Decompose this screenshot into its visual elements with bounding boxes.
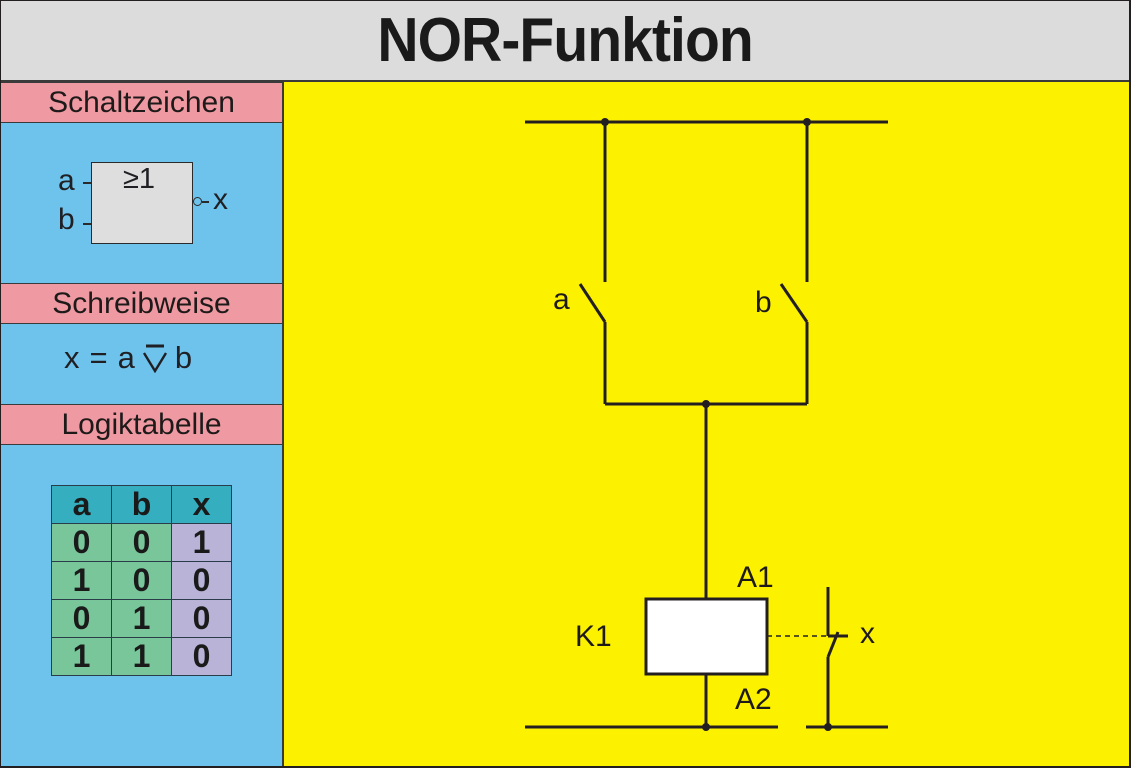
relay-label: K1	[575, 620, 612, 653]
cell-b: 0	[111, 523, 172, 562]
gate-input-b-label: b	[58, 203, 75, 236]
cell-b: 1	[111, 637, 172, 676]
expr-operand-a: a	[117, 340, 135, 375]
table-row: 1 0 0	[51, 561, 232, 600]
header-x: x	[171, 485, 232, 524]
cell-a: 0	[51, 523, 112, 562]
table-row: 0 0 1	[51, 523, 232, 562]
terminal-a2-label: A2	[735, 683, 772, 716]
header-a: a	[51, 485, 112, 524]
table-row: 0 1 0	[51, 599, 232, 638]
cell-a: 1	[51, 637, 112, 676]
cell-x: 1	[171, 523, 232, 562]
output-contact-label: x	[860, 617, 875, 650]
truth-table-header-row: a b x	[51, 485, 232, 524]
cell-x: 0	[171, 561, 232, 600]
gate-text: ≥1	[123, 163, 156, 195]
terminal-a1-label: A1	[737, 561, 774, 594]
gate-output-label: x	[213, 183, 228, 216]
switch-b-blade	[779, 283, 809, 323]
nor-gate-symbol: ≥1 a b x	[1, 123, 282, 283]
junction-dot	[824, 723, 832, 731]
contact-x-blade	[826, 631, 840, 658]
switch-a-blade	[578, 283, 607, 323]
switch-b-label: b	[755, 286, 772, 319]
junction-dot	[601, 118, 609, 126]
expr-equals: =	[89, 340, 108, 375]
switch-a-label: a	[553, 283, 570, 316]
cell-b: 1	[111, 599, 172, 638]
header-b: b	[111, 485, 172, 524]
gate-output-line	[202, 201, 209, 203]
truth-table: a b x 0 0 1 1 0 0 0 1 0 1 1 0	[51, 485, 232, 676]
relay-coil	[644, 597, 769, 676]
cell-a: 1	[51, 561, 112, 600]
section-header-logiktabelle: Logiktabelle	[1, 404, 282, 445]
junction-dot	[702, 400, 710, 408]
table-row: 1 1 0	[51, 637, 232, 676]
section-header-schreibweise: Schreibweise	[1, 283, 282, 324]
gate-input-a-line	[83, 182, 91, 184]
cell-x: 0	[171, 599, 232, 638]
nor-operator-icon	[141, 343, 169, 374]
cell-x: 0	[171, 637, 232, 676]
negation-circle-icon	[193, 197, 202, 206]
gate-box	[91, 162, 193, 244]
gate-input-a-label: a	[58, 164, 75, 197]
section-header-schaltzeichen: Schaltzeichen	[1, 82, 282, 123]
sidebar: Schaltzeichen ≥1 a b x Schreibweise x = …	[1, 82, 284, 766]
junction-dot	[803, 118, 811, 126]
cell-a: 0	[51, 599, 112, 638]
circuit-diagram-panel: a b K1 A1 A2 x	[284, 82, 1129, 766]
junction-dot	[702, 723, 710, 731]
cell-b: 0	[111, 561, 172, 600]
expr-lhs: x	[64, 340, 80, 375]
title-bar: NOR-Funktion	[1, 1, 1129, 82]
expr-operand-b: b	[174, 340, 193, 375]
circuit-diagram	[525, 118, 888, 731]
gate-input-b-line	[83, 223, 91, 225]
boolean-expression: x = a b	[64, 340, 192, 376]
page-title: NOR-Funktion	[377, 6, 753, 75]
